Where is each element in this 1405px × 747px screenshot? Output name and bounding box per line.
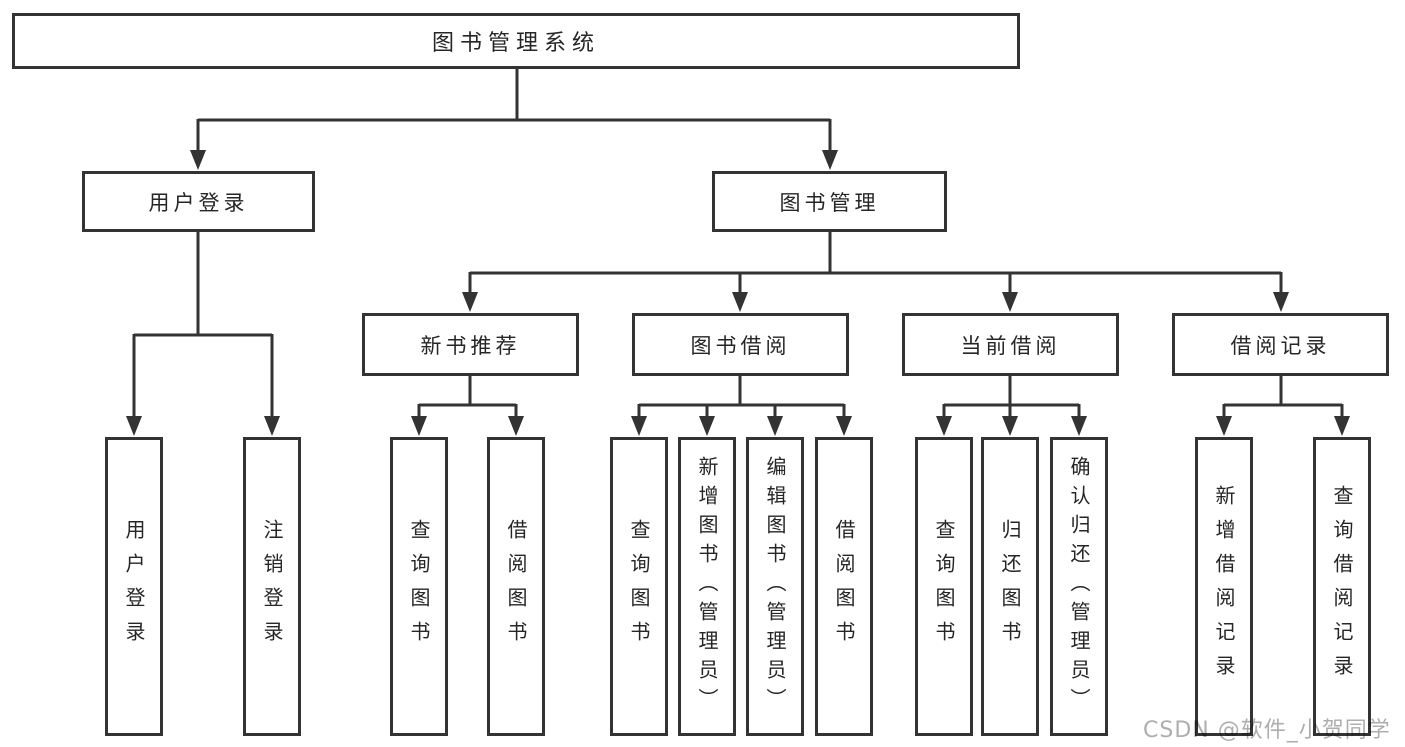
leaf-logout: 注销登录	[243, 437, 301, 736]
node-label: 查询图书	[932, 518, 956, 655]
node-label: 查询图书	[627, 518, 651, 655]
node-library-system: 图书管理系统	[12, 13, 1020, 69]
node-label: 借阅记录	[1230, 333, 1331, 358]
node-label: 查询图书	[407, 518, 431, 655]
node-label: 查询借阅记录	[1330, 484, 1354, 689]
node-label: 编辑图书（管理员）	[763, 456, 787, 717]
leaf-user-login: 用户登录	[105, 437, 163, 736]
leaf-query-books-borrowing: 查询图书	[610, 437, 668, 736]
node-label: 用户登录	[148, 190, 249, 215]
leaf-query-books-current: 查询图书	[915, 437, 973, 736]
leaf-confirm-return-admin: 确认归还（管理员）	[1050, 437, 1108, 736]
node-label: 确认归还（管理员）	[1067, 456, 1091, 717]
node-label: 用户登录	[122, 518, 146, 655]
node-label: 新增借阅记录	[1212, 484, 1236, 689]
leaf-return-books: 归还图书	[981, 437, 1039, 736]
node-label: 图书借阅	[690, 333, 791, 358]
leaf-add-borrow-record: 新增借阅记录	[1195, 437, 1253, 736]
node-label: 当前借阅	[960, 333, 1061, 358]
node-label: 归还图书	[998, 518, 1022, 655]
node-label: 新书推荐	[420, 333, 521, 358]
node-user-login: 用户登录	[82, 171, 315, 232]
node-label: 借阅图书	[504, 518, 528, 655]
node-book-management: 图书管理	[712, 171, 947, 232]
node-label: 新增图书（管理员）	[695, 456, 719, 717]
node-label: 借阅图书	[832, 518, 856, 655]
node-book-borrowing: 图书借阅	[632, 313, 849, 376]
leaf-borrow-books-borrowing: 借阅图书	[815, 437, 873, 736]
node-current-borrowing: 当前借阅	[902, 313, 1119, 376]
leaf-query-books-recommend: 查询图书	[390, 437, 448, 736]
node-borrowing-records: 借阅记录	[1172, 313, 1389, 376]
watermark-text: CSDN @软件_小贺同学	[1143, 718, 1391, 743]
leaf-add-books-admin: 新增图书（管理员）	[678, 437, 736, 736]
leaf-query-borrow-record: 查询借阅记录	[1313, 437, 1371, 736]
node-label: 图书管理系统	[431, 31, 600, 56]
node-label: 注销登录	[260, 518, 284, 655]
leaf-edit-books-admin: 编辑图书（管理员）	[746, 437, 804, 736]
node-label: 图书管理	[779, 190, 880, 215]
arrowheads	[126, 150, 1350, 436]
leaf-borrow-books-recommend: 借阅图书	[487, 437, 545, 736]
node-new-book-recommendation: 新书推荐	[362, 313, 579, 376]
